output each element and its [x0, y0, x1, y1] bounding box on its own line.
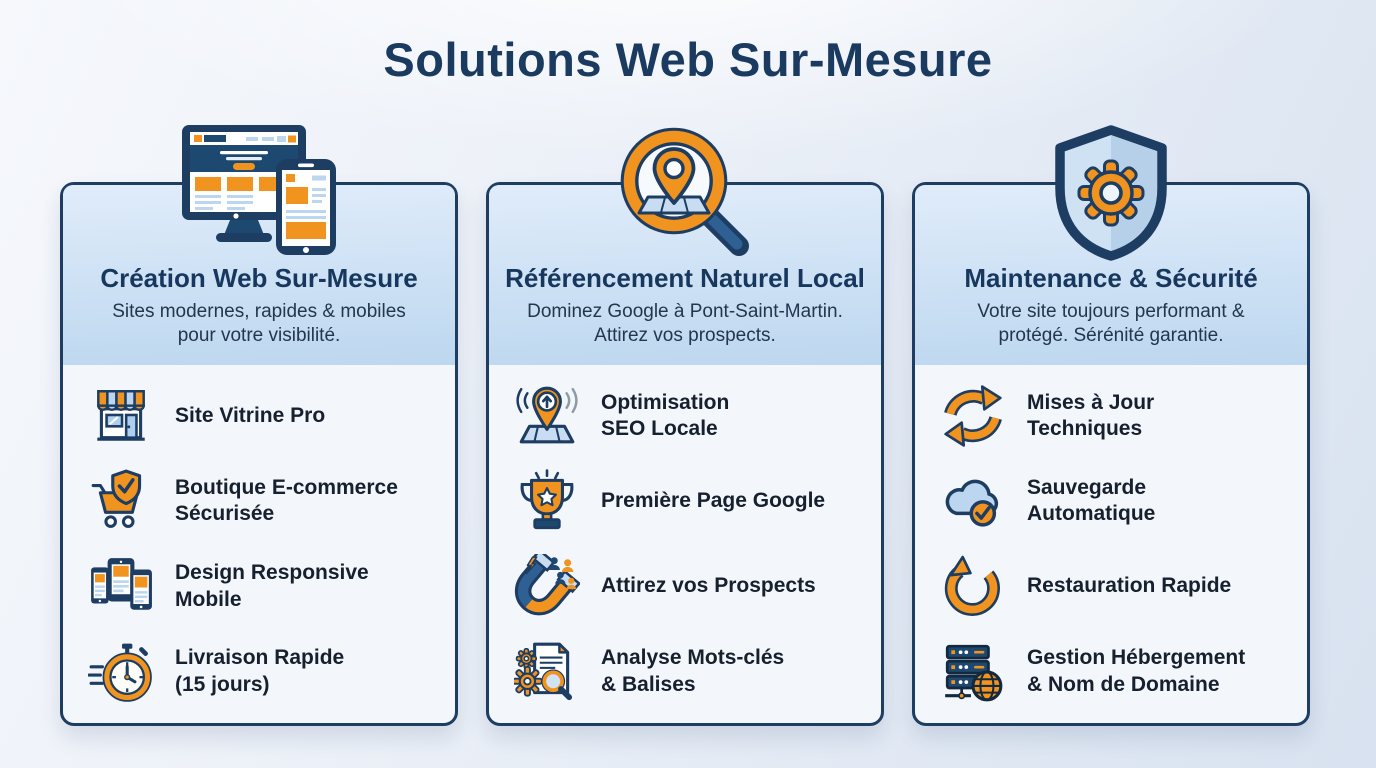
shield-gear-icon	[1045, 123, 1177, 268]
responsive-website-icon	[174, 121, 344, 261]
magnet-prospects-icon	[513, 553, 581, 621]
feature-label: Boutique E-commerce Sécurisée	[175, 475, 398, 526]
features-list: Optimisation SEO Locale	[489, 365, 881, 723]
features-list: Site Vitrine Pro Boutique E-commerce Séc…	[63, 365, 455, 723]
feature-row: Gestion Hébergement & Nom de Domaine	[939, 638, 1293, 706]
feature-label: Mises à Jour Techniques	[1027, 390, 1155, 441]
feature-label: Livraison Rapide (15 jours)	[175, 646, 345, 696]
card-subtitle: Dominez Google à Pont-Saint-Martin. Atti…	[527, 300, 843, 347]
feature-label: Attirez vos Prospects	[601, 574, 816, 598]
features-list: Mises à Jour Techniques Sauvegarde Autom…	[915, 365, 1307, 723]
feature-row: Boutique E-commerce Sécurisée	[87, 467, 441, 535]
cards-row: Création Web Sur-Mesure Sites modernes, …	[60, 125, 1310, 726]
restore-arrow-icon	[939, 553, 1007, 621]
feature-label: Première Page Google	[601, 489, 826, 513]
page-title: Solutions Web Sur-Mesure	[383, 33, 993, 86]
feature-label: Sauvegarde Automatique	[1027, 475, 1156, 526]
keyword-analysis-icon	[513, 638, 581, 706]
feature-row: Optimisation SEO Locale	[513, 382, 867, 450]
card-title: Référencement Naturel Local	[505, 263, 865, 294]
card-creation-web: Création Web Sur-Mesure Sites modernes, …	[60, 125, 458, 726]
storefront-icon	[87, 382, 155, 450]
feature-row: Site Vitrine Pro	[87, 382, 441, 450]
responsive-devices-icon	[87, 553, 155, 621]
card-subtitle: Sites modernes, rapides & mobiles pour v…	[112, 300, 406, 347]
feature-row: Livraison Rapide (15 jours)	[87, 638, 441, 706]
feature-row: Première Page Google	[513, 467, 867, 535]
feature-row: Mises à Jour Techniques	[939, 382, 1293, 450]
feature-label: Design Responsive Mobile	[175, 560, 369, 611]
hosting-servers-icon	[939, 638, 1007, 706]
local-search-magnifier-icon	[610, 125, 760, 262]
trophy-icon	[513, 467, 581, 535]
local-seo-pin-icon	[513, 382, 581, 450]
cloud-backup-icon	[939, 467, 1007, 535]
card-maintenance-securite: Maintenance & Sécurité Votre site toujou…	[912, 125, 1310, 726]
feature-row: Design Responsive Mobile	[87, 553, 441, 621]
feature-row: Restauration Rapide	[939, 553, 1293, 621]
card-title: Création Web Sur-Mesure	[100, 263, 418, 294]
feature-label: Analyse Mots-clés & Balises	[601, 646, 785, 696]
feature-label: Gestion Hébergement & Nom de Domaine	[1027, 646, 1246, 696]
feature-label: Site Vitrine Pro	[175, 403, 326, 427]
stopwatch-icon	[87, 638, 155, 706]
card-subtitle: Votre site toujours performant & protégé…	[977, 300, 1245, 347]
feature-label: Optimisation SEO Locale	[601, 390, 730, 441]
secure-cart-icon	[87, 467, 155, 535]
feature-row: Attirez vos Prospects	[513, 553, 867, 621]
sync-arrows-icon	[939, 382, 1007, 450]
card-referencement-local: Référencement Naturel Local Dominez Goog…	[486, 127, 884, 726]
feature-row: Sauvegarde Automatique	[939, 467, 1293, 535]
card-title: Maintenance & Sécurité	[964, 263, 1258, 294]
card-header: Référencement Naturel Local Dominez Goog…	[489, 185, 881, 365]
feature-label: Restauration Rapide	[1027, 574, 1232, 598]
feature-row: Analyse Mots-clés & Balises	[513, 638, 867, 706]
